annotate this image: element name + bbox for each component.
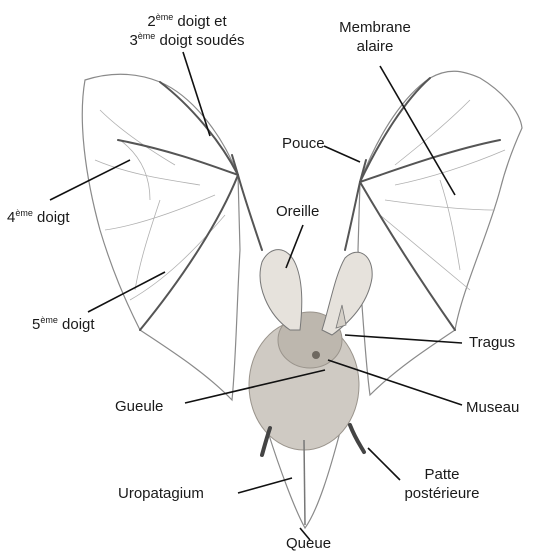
label-finger-2-3-line1: 2ème doigt et [112,12,262,31]
label-ear: Oreille [276,202,319,221]
leader-line-thumb [324,146,360,162]
leader-line-uropatagium [238,478,292,493]
label-tragus: Tragus [469,333,515,352]
label-uropatagium: Uropatagium [118,484,204,503]
label-membrane-line2: alaire [335,37,415,56]
muzzle-dot [312,351,320,359]
label-thumb: Pouce [282,134,325,153]
label-membrane: Membrane alaire [335,18,415,56]
label-tail: Queue [286,534,331,553]
label-finger-5: 5ème doigt [32,315,95,334]
label-finger-2-3: 2ème doigt et 3ème doigt soudés [112,12,262,50]
label-membrane-line1: Membrane [335,18,415,37]
left-ear [260,250,302,330]
label-mouth: Gueule [115,397,163,416]
label-hind-leg-line2: postérieure [392,484,492,503]
label-hind-leg-line1: Patte [392,465,492,484]
label-finger-4: 4ème doigt [7,208,70,227]
label-finger-2-3-line2: 3ème doigt soudés [112,31,262,50]
right-hind-leg [350,425,364,452]
label-muzzle: Museau [466,398,519,417]
label-hind-leg: Patte postérieure [392,465,492,503]
tail-bone [304,440,305,525]
left-wing-membrane [82,74,240,400]
